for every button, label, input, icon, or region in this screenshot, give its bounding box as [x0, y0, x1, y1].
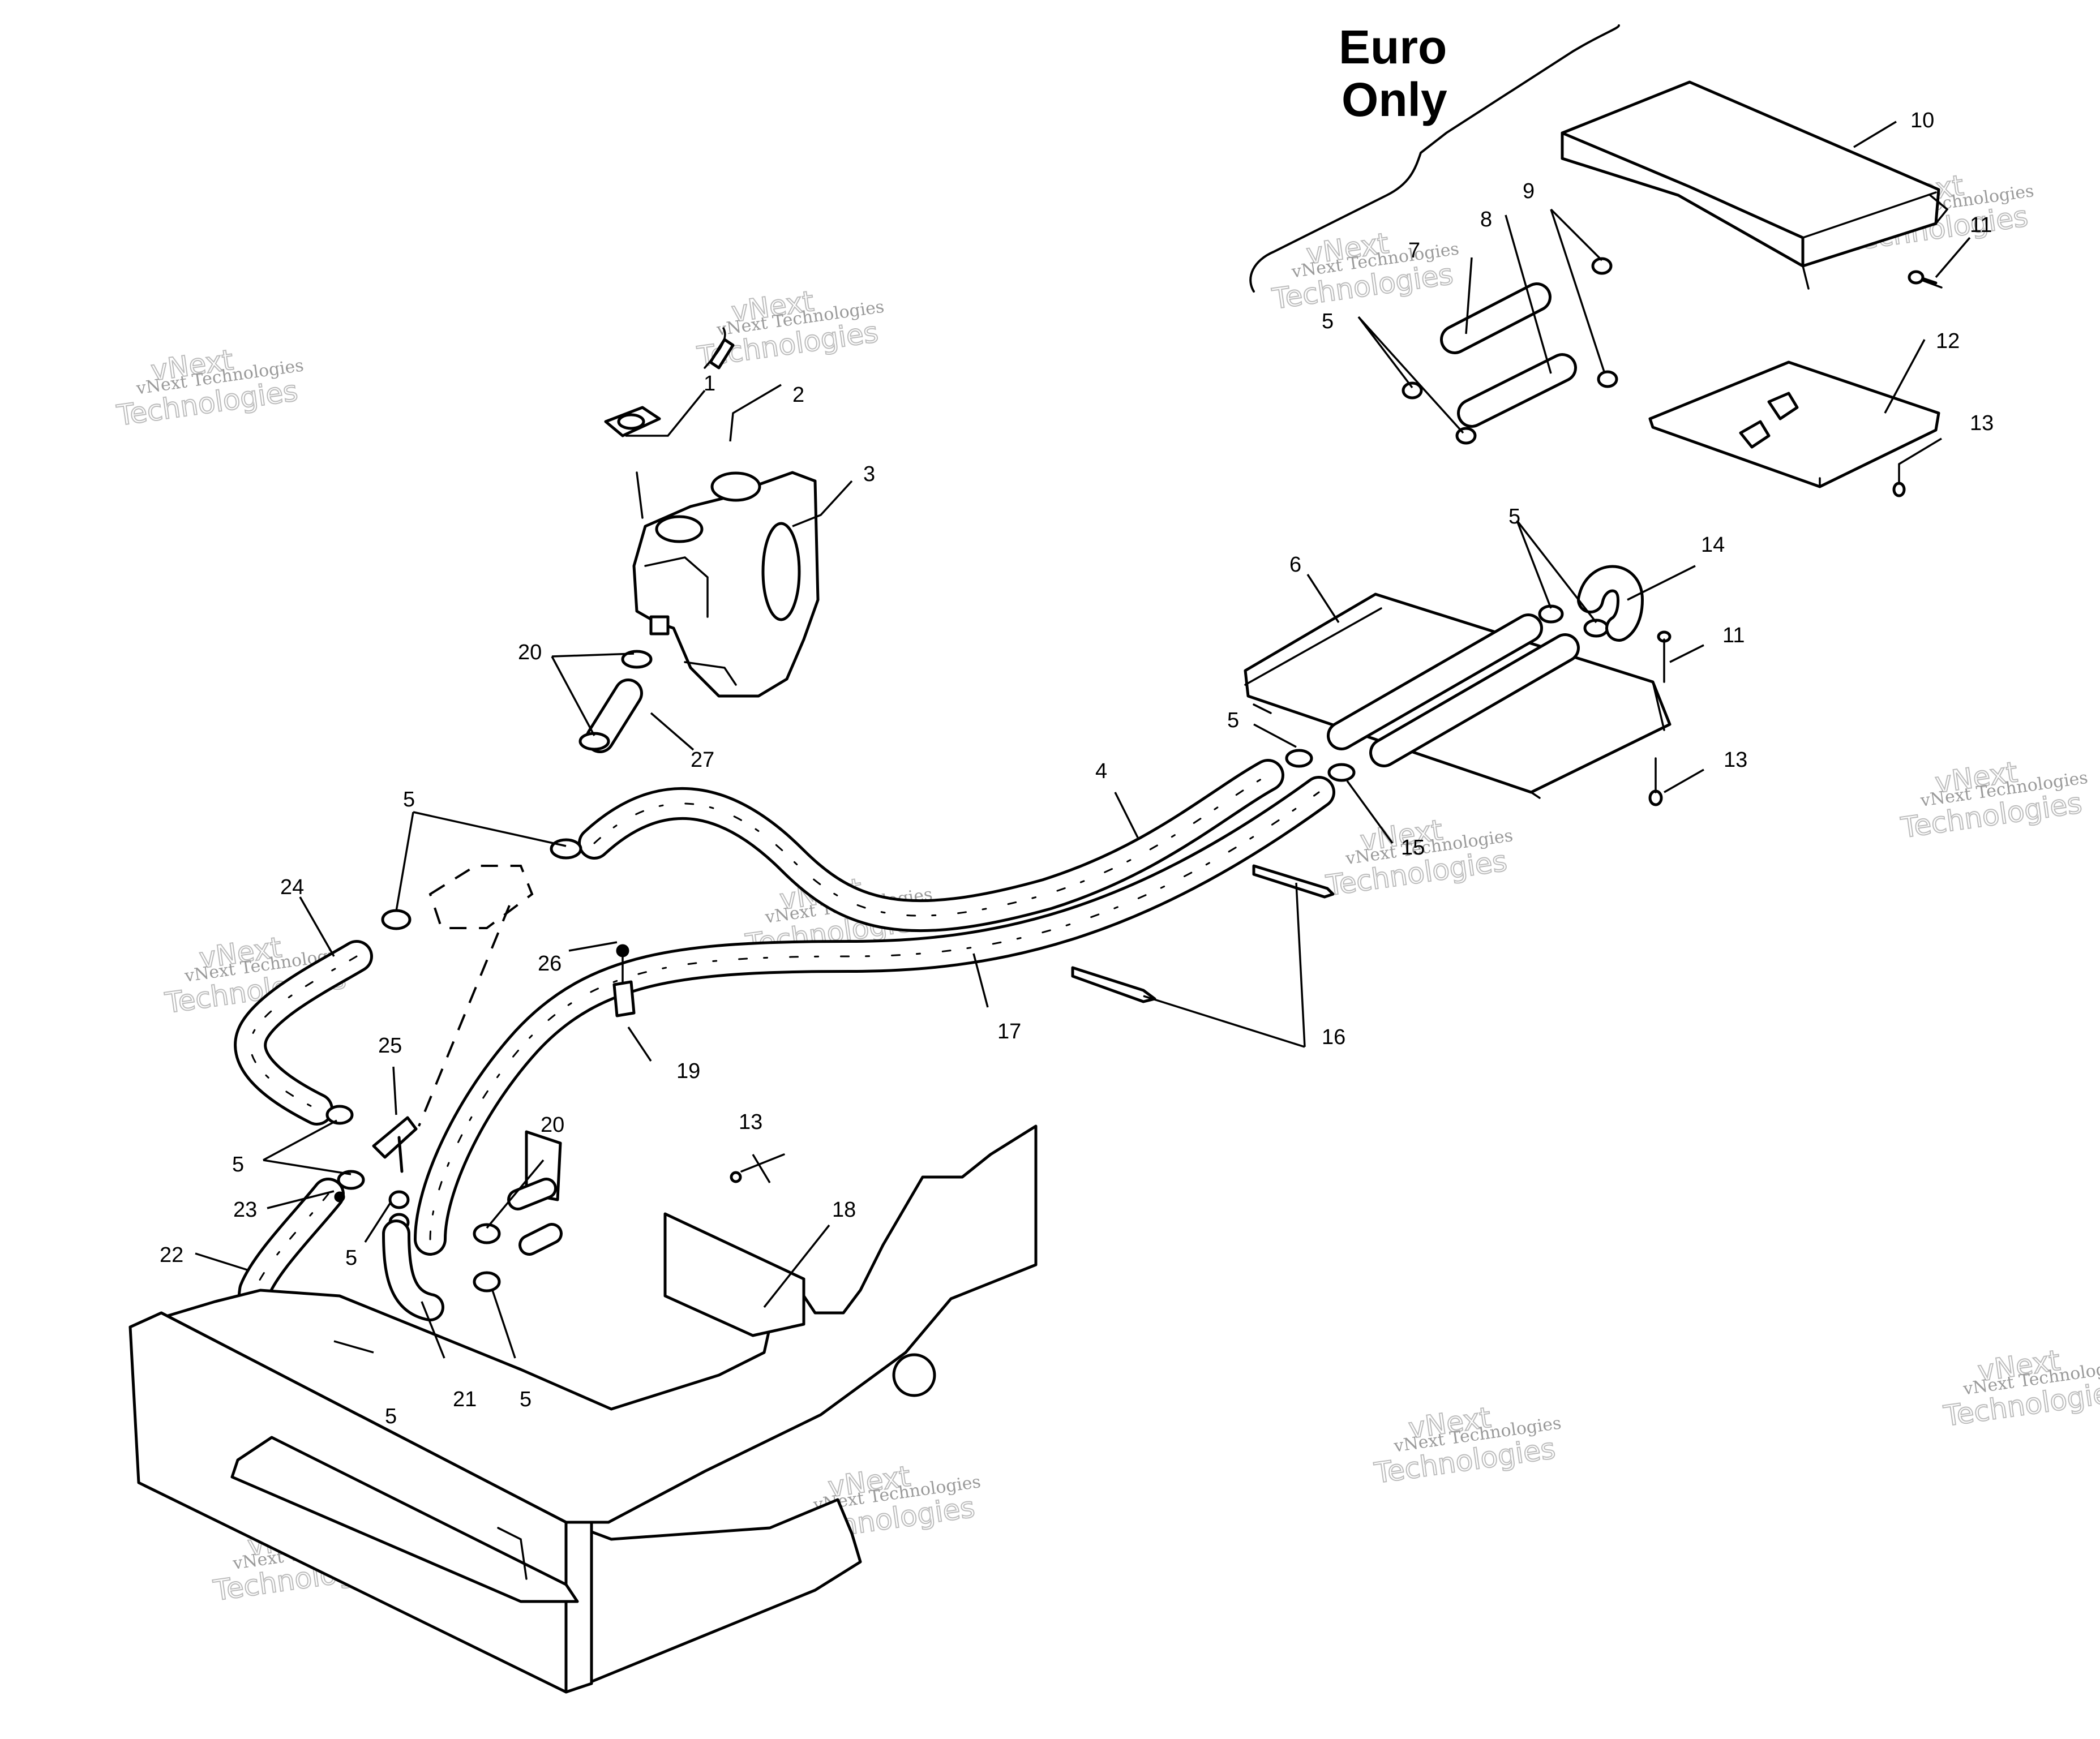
rear-heat-exchanger-plate-icon	[1648, 360, 1940, 488]
callout-1: 1	[704, 372, 715, 396]
callout-19: 19	[676, 1059, 700, 1083]
callout-5d: 5	[232, 1153, 244, 1176]
main-hose-clamps	[381, 604, 1609, 930]
callout-25: 25	[378, 1034, 402, 1058]
callout-4: 4	[1095, 759, 1107, 783]
rivet-icon	[1892, 270, 1943, 497]
dashed-fitting-icon	[418, 865, 534, 1127]
callout-8: 8	[1480, 208, 1492, 231]
callout-20b: 20	[541, 1113, 564, 1137]
watermark-12: vNext vNext Technologies Technologies	[1941, 1343, 2100, 1433]
euro-brace	[1249, 24, 1620, 293]
watermark-2: vNext vNext Technologies Technologies	[695, 284, 885, 374]
callout-21: 21	[453, 1388, 477, 1411]
callout-22: 22	[160, 1243, 183, 1267]
callout-6: 6	[1289, 553, 1301, 577]
watermark-3: vNext vNext Technologies Technologies	[1270, 226, 1460, 316]
callout-27: 27	[691, 748, 714, 772]
t-fitting-icon	[372, 1116, 418, 1232]
callout-7: 7	[1408, 239, 1420, 263]
euro-label-line1: Euro	[1339, 20, 1447, 74]
heat-exchanger-icon	[1244, 592, 1672, 799]
watermark-11: vNext vNext Technologies Technologies	[1372, 1401, 1562, 1491]
u-hose-icon	[1577, 565, 1644, 642]
tunnel-cover-icon	[1561, 80, 1949, 290]
overflow-hose-icon	[578, 650, 653, 753]
cable-tie-icon	[1071, 864, 1335, 1003]
callout-5g: 5	[520, 1388, 532, 1411]
callout-5h: 5	[1322, 310, 1334, 333]
callout-5a: 5	[403, 788, 415, 811]
hose-21-icon	[382, 1220, 444, 1321]
leader-lines	[195, 121, 1971, 1359]
callout-23: 23	[233, 1198, 257, 1222]
lower-rivets	[1648, 630, 1672, 806]
euro-label-line2: Only	[1342, 73, 1447, 126]
callout-18: 18	[832, 1198, 856, 1222]
callout-9: 9	[1523, 179, 1535, 203]
callout-20a: 20	[518, 641, 542, 664]
callout-5b: 5	[1227, 709, 1239, 732]
callout-5e: 5	[345, 1246, 357, 1270]
main-coolant-hoses	[414, 759, 1335, 1256]
callout-11a: 11	[1970, 213, 1992, 237]
callout-13a: 13	[1970, 411, 1994, 435]
callout-26: 26	[538, 952, 562, 976]
lower-clamps	[473, 944, 636, 1293]
callout-13b: 13	[1724, 748, 1747, 772]
callout-12: 12	[1936, 329, 1960, 353]
callout-15: 15	[1401, 836, 1425, 860]
callout-2: 2	[792, 383, 804, 407]
callout-13c: 13	[739, 1110, 762, 1134]
callout-17: 17	[997, 1020, 1021, 1044]
watermark-1: vNext vNext Technologies Technologies	[114, 343, 305, 433]
callout-16: 16	[1322, 1025, 1345, 1049]
callout-11b: 11	[1722, 624, 1745, 647]
callout-3: 3	[863, 462, 875, 486]
callout-5c: 5	[1508, 505, 1520, 529]
euro-hoses	[1440, 282, 1577, 428]
coolant-bottle-icon	[604, 327, 820, 698]
callout-5f: 5	[385, 1405, 397, 1428]
callout-numbers: 1 2 3 20 27 5 24 4 6 5 15 5 14 11 13 16 …	[160, 109, 1994, 1428]
watermark-8: vNext vNext Technologies Technologies	[1898, 755, 2089, 845]
hose-24-icon	[234, 940, 373, 1126]
callout-14: 14	[1701, 533, 1725, 557]
callout-10: 10	[1910, 109, 1934, 132]
callout-24: 24	[280, 875, 304, 899]
tunnel-pan-icon	[128, 1124, 1038, 1694]
euro-only-group: Euro Only	[1249, 20, 1620, 293]
